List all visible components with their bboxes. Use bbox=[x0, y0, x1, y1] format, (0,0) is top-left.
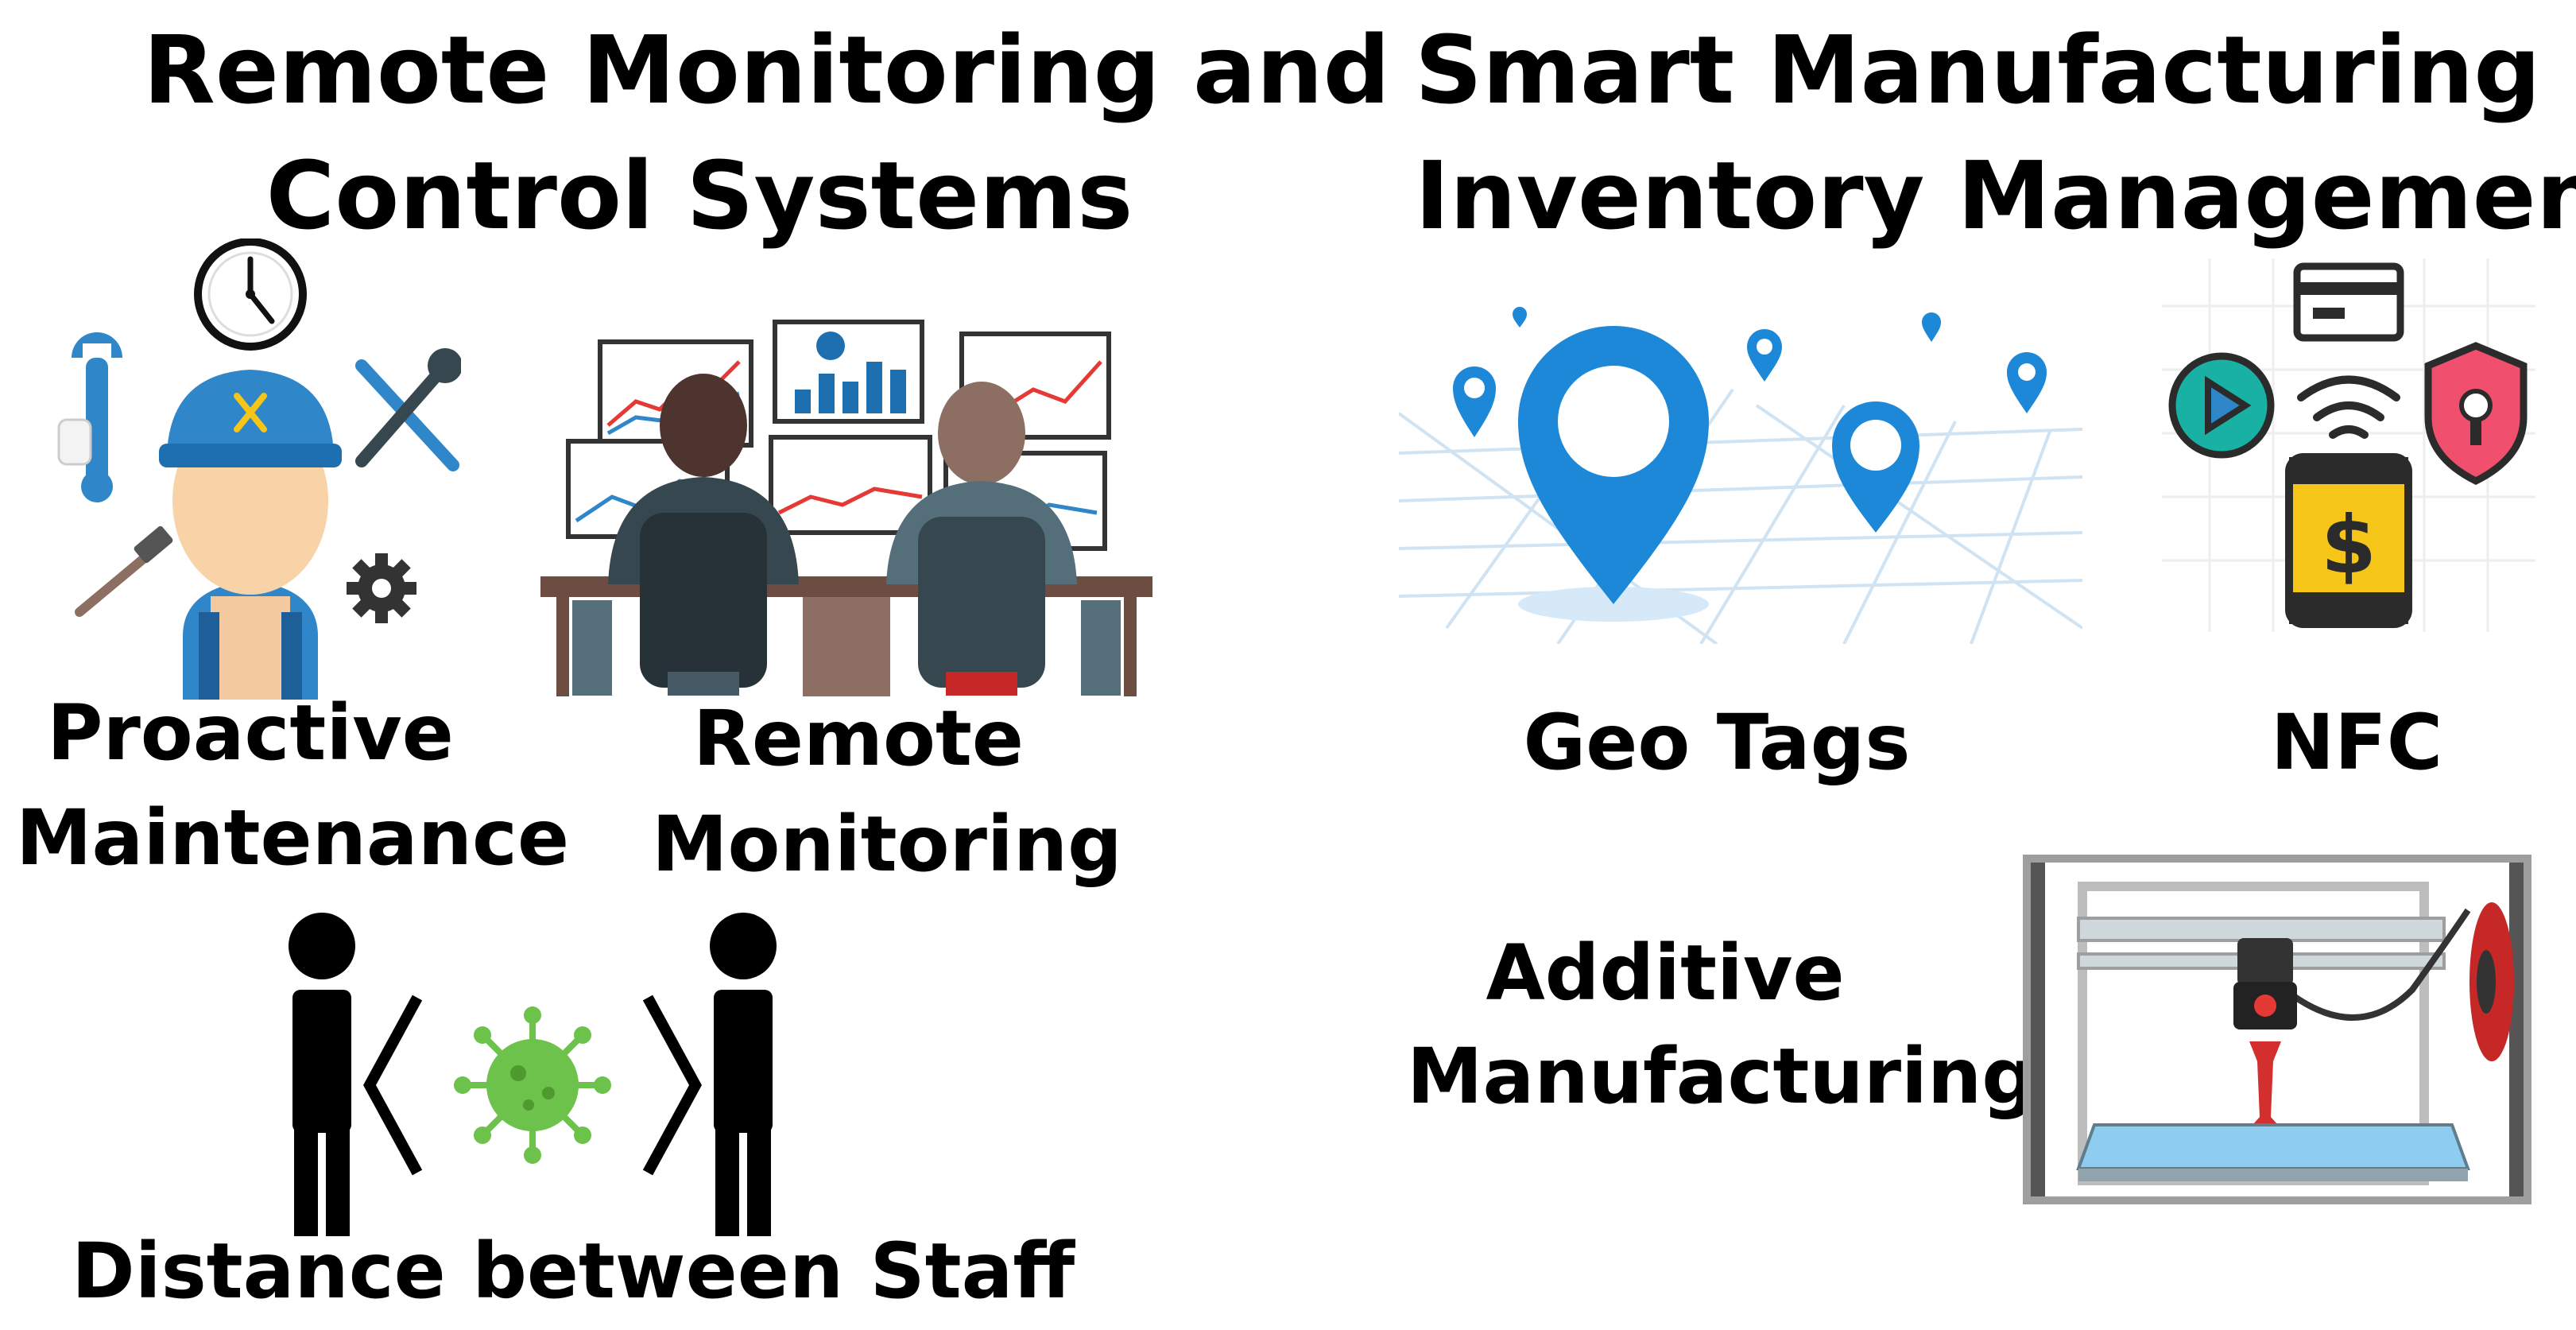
proactive-maintenance-label-line2: Maintenance bbox=[16, 793, 570, 882]
additive-manufacturing-label-line2: Manufacturing bbox=[1407, 1032, 2036, 1121]
wrench-icon bbox=[57, 332, 122, 502]
right-section-title-line1: Smart Manufacturing & bbox=[1415, 15, 2576, 125]
hammer-icon bbox=[75, 525, 173, 617]
chevron-left-icon bbox=[363, 995, 423, 1176]
svg-text:$: $ bbox=[2321, 498, 2377, 591]
virus-icon bbox=[454, 1006, 611, 1164]
location-pin-small-icons bbox=[1453, 307, 2047, 437]
extruder-head bbox=[2233, 938, 2297, 1029]
operator-right bbox=[886, 382, 1077, 696]
screwdriver-wrench-icon bbox=[355, 348, 461, 471]
distance-between-staff-label: Distance between Staff bbox=[72, 1227, 1075, 1316]
clock-icon bbox=[194, 238, 307, 351]
location-pin-large-icon bbox=[1518, 326, 1709, 604]
social-distance-virus-icon bbox=[278, 910, 787, 1244]
phone-payment-icon: $ bbox=[2285, 453, 2412, 628]
gear-icon bbox=[347, 553, 416, 623]
additive-manufacturing-label-line1: Additive bbox=[1486, 929, 1845, 1018]
nfc-label: NFC bbox=[2270, 698, 2443, 787]
left-section-title-line1: Remote Monitoring and bbox=[143, 15, 1391, 125]
right-section-title-line2: Inventory Management bbox=[1415, 141, 2576, 250]
filament-spool-icon bbox=[2469, 902, 2514, 1061]
nfc-payment-icon: $ bbox=[2162, 258, 2535, 632]
proactive-maintenance-label-line1: Proactive bbox=[47, 688, 454, 777]
geo-tags-label: Geo Tags bbox=[1523, 698, 1911, 787]
play-icon bbox=[2168, 352, 2275, 459]
remote-monitoring-label-line2: Monitoring bbox=[652, 800, 1122, 889]
operators-at-monitor-wall-icon bbox=[540, 314, 1152, 700]
chevron-right-icon bbox=[642, 995, 702, 1176]
left-section-title-line2: Control Systems bbox=[265, 141, 1133, 250]
person-left-icon bbox=[289, 913, 355, 1236]
card-icon bbox=[2293, 262, 2404, 342]
person-right-icon bbox=[710, 913, 777, 1236]
security-shield-icon bbox=[2424, 342, 2528, 486]
3d-printer-icon bbox=[2023, 855, 2531, 1204]
map-location-pins-icon bbox=[1399, 294, 2082, 644]
street-map bbox=[1399, 388, 2082, 644]
wireless-signal-icon bbox=[2297, 375, 2400, 439]
location-pin-medium-icon bbox=[1832, 401, 1919, 533]
remote-monitoring-label-line1: Remote bbox=[692, 694, 1024, 783]
operator-left bbox=[608, 374, 799, 696]
worker-figure bbox=[159, 370, 342, 700]
technician-with-tools-icon bbox=[48, 238, 461, 700]
